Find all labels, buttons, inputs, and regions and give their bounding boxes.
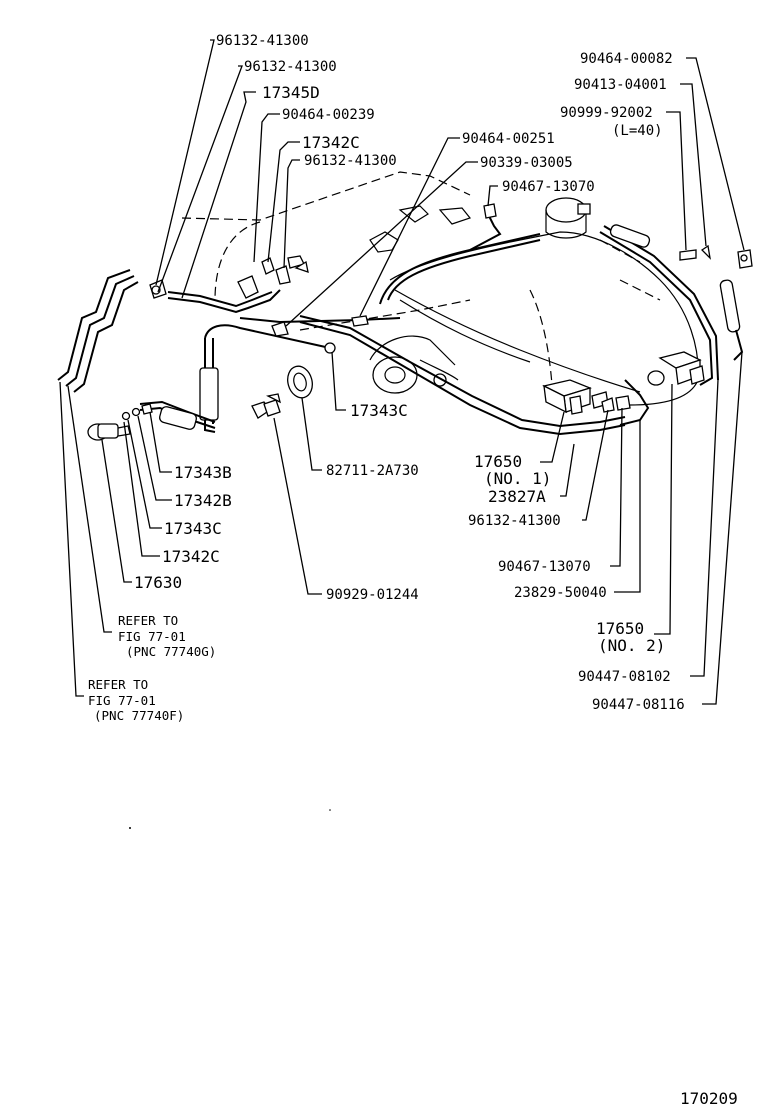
part-label: 23827A xyxy=(488,487,546,506)
part-label: 90464-00251 xyxy=(462,131,555,147)
part-label: 90467-13070 xyxy=(502,179,595,195)
part-label: 17650 xyxy=(596,619,644,638)
part-labels: 96132-41300 96132-41300 17345D 90464-002… xyxy=(88,33,738,1108)
part-label: 17343C xyxy=(164,519,222,538)
part-label: 90464-00239 xyxy=(282,107,375,123)
part-label: 17630 xyxy=(134,573,182,592)
refer-note-line: REFER TO xyxy=(88,677,148,692)
part-label: 17342B xyxy=(174,491,232,510)
part-label: 17345D xyxy=(262,83,320,102)
part-label: 90447-08116 xyxy=(592,697,685,713)
leader-lines xyxy=(59,39,745,705)
part-label: 23829-50040 xyxy=(514,585,607,601)
components xyxy=(87,203,753,441)
part-label: 90339-03005 xyxy=(480,155,573,171)
part-label: 17343B xyxy=(174,463,232,482)
refer-note-line: REFER TO xyxy=(118,613,178,628)
refer-note-line: (PNC 77740F) xyxy=(94,708,184,723)
figure-number: 170209 xyxy=(680,1089,738,1108)
part-label-note: (NO. 2) xyxy=(598,636,665,655)
part-label: 90464-00082 xyxy=(580,51,673,67)
refer-note-line: (PNC 77740G) xyxy=(126,644,216,659)
part-label: 82711-2A730 xyxy=(326,463,419,479)
part-label-note: (NO. 1) xyxy=(484,469,551,488)
refer-note-line: FIG 77-01 xyxy=(118,629,186,644)
part-label-note: (L=40) xyxy=(612,123,663,139)
part-label: 17342C xyxy=(162,547,220,566)
part-label: 17342C xyxy=(302,133,360,152)
vapor-pipes xyxy=(57,213,744,436)
part-label: 17650 xyxy=(474,452,522,471)
part-label: 96132-41300 xyxy=(304,153,397,169)
part-label: 90413-04001 xyxy=(574,77,667,93)
part-label: 17343C xyxy=(350,401,408,420)
part-label: 90999-92002 xyxy=(560,105,653,121)
part-label: 96132-41300 xyxy=(468,513,561,529)
refer-note-line: FIG 77-01 xyxy=(88,693,156,708)
fuel-tank xyxy=(181,171,699,406)
part-label: 96132-41300 xyxy=(244,59,337,75)
part-label: 90929-01244 xyxy=(326,587,419,603)
part-label: 90467-13070 xyxy=(498,559,591,575)
part-label: 90447-08102 xyxy=(578,669,671,685)
part-label: 96132-41300 xyxy=(216,33,309,49)
